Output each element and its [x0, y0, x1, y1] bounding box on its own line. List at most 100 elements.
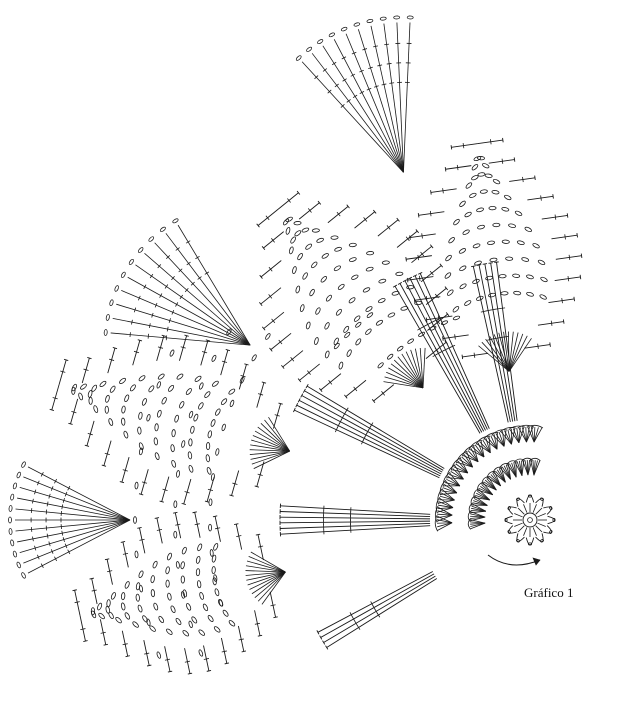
- stitch-ray: [294, 410, 439, 478]
- fan-stitch: [109, 299, 114, 306]
- fan-stitch: [21, 461, 26, 468]
- pineapple-stitch: [194, 375, 202, 382]
- stitch-ray: [280, 506, 430, 515]
- pineapple-stitch: [228, 388, 236, 395]
- pineapple-stitch: [157, 410, 162, 418]
- fan-stitch: [20, 487, 130, 520]
- center-stitch: [523, 513, 537, 527]
- pineapple-stitch: [294, 221, 301, 225]
- stitch-ray: [471, 266, 475, 267]
- fan-stitch: [354, 22, 361, 27]
- stitch-ray: [494, 262, 498, 263]
- pineapple-stitch: [346, 380, 366, 396]
- pineapple-stitch: [476, 207, 484, 212]
- stitch-ray: [297, 405, 441, 476]
- pineapple-stitch: [151, 589, 155, 596]
- pineapple-stitch: [464, 211, 472, 217]
- pineapple-stitch: [212, 566, 216, 573]
- pineapple-stitch: [182, 503, 186, 504]
- fan-stitch: [167, 327, 168, 332]
- pineapple-stitch: [472, 278, 480, 284]
- pineapple-stitch: [107, 571, 112, 572]
- pineapple-stitch: [262, 572, 286, 604]
- pineapple-stitch: [144, 653, 149, 654]
- pineapple-stitch: [222, 651, 227, 652]
- pineapple-stitch: [301, 227, 309, 233]
- pineapple-stitch: [523, 177, 524, 182]
- fan-stitch: [329, 32, 336, 37]
- pineapple-stitch: [147, 665, 151, 666]
- fan-stitch: [347, 99, 351, 102]
- pineapple-stitch: [186, 603, 192, 611]
- pineapple-stitch: [474, 353, 475, 358]
- pineapple-stitch: [556, 256, 582, 260]
- stitch-ray: [318, 571, 433, 632]
- pineapple-stitch: [455, 334, 456, 339]
- fan-stitch: [121, 290, 250, 345]
- pineapple-stitch: [406, 257, 407, 261]
- pineapple-stitch: [448, 236, 456, 243]
- pineapple-stitch: [236, 536, 241, 537]
- pineapple-stitch: [542, 215, 568, 219]
- pineapple-stitch: [242, 651, 246, 652]
- stitch-ray: [400, 283, 482, 432]
- pineapple-stitch: [459, 200, 467, 207]
- pineapple-stitch: [577, 233, 578, 237]
- pineapple-stitch: [299, 203, 319, 219]
- pineapple-stitch: [471, 175, 479, 181]
- chain-loop: [366, 312, 373, 319]
- chain-loop: [181, 440, 185, 447]
- pineapple-stitch: [174, 415, 179, 423]
- pineapple-stitch: [155, 518, 159, 519]
- center-stitch: [505, 516, 512, 523]
- chain-loop: [377, 362, 384, 369]
- pineapple-stitch: [526, 292, 534, 297]
- center-stitch: [549, 530, 553, 534]
- pineapple-stitch: [414, 298, 415, 302]
- pineapple-stitch: [137, 605, 143, 613]
- pineapple-stitch: [213, 626, 221, 633]
- chain-loop: [189, 411, 194, 418]
- pineapple-stitch: [154, 452, 160, 460]
- stitch-ray: [488, 263, 492, 264]
- pineapple-stitch: [270, 605, 275, 606]
- pineapple-stitch: [445, 254, 453, 261]
- pineapple-stitch: [249, 556, 286, 572]
- pineapple-stitch: [305, 243, 313, 250]
- fan-stitch: [13, 551, 18, 558]
- fan-stitch: [377, 65, 382, 66]
- pineapple-stitch: [273, 617, 277, 618]
- fan-stitch: [332, 62, 336, 65]
- pineapple-stitch: [285, 227, 290, 235]
- pineapple-stitch: [290, 236, 297, 244]
- pineapple-stitch: [580, 275, 581, 279]
- pineapple-stitch: [548, 299, 574, 303]
- pineapple-stitch: [204, 391, 211, 399]
- pineapple-stitch: [353, 315, 361, 322]
- center-stitch: [526, 495, 533, 502]
- pineapple-stitch: [426, 288, 446, 304]
- pineapple-stitch: [482, 163, 490, 169]
- pineapple-stitch: [119, 377, 127, 384]
- stitch-ray: [280, 521, 430, 523]
- chain-loop: [265, 333, 271, 340]
- chain-loop: [209, 524, 212, 531]
- pineapple-stitch: [400, 306, 408, 311]
- pineapple-stitch: [255, 486, 259, 487]
- pineapple-stitch: [110, 592, 116, 600]
- fan-stitch: [17, 520, 130, 542]
- pineapple-stitch: [563, 319, 564, 323]
- pineapple-stitch: [445, 167, 446, 171]
- fan-stitch: [149, 323, 150, 328]
- pineapple-stitch: [335, 308, 342, 316]
- pineapple-stitch: [419, 276, 420, 281]
- pineapple-stitch: [263, 232, 283, 248]
- pineapple-stitch: [485, 173, 493, 178]
- fan-stitch: [131, 320, 132, 325]
- fan-stitch: [128, 259, 134, 266]
- fan-stitch: [367, 19, 374, 23]
- pineapple-stitch: [123, 431, 129, 439]
- pineapple-stitch: [184, 335, 188, 336]
- pineapple-stitch: [197, 543, 203, 551]
- center-stitch: [517, 498, 525, 506]
